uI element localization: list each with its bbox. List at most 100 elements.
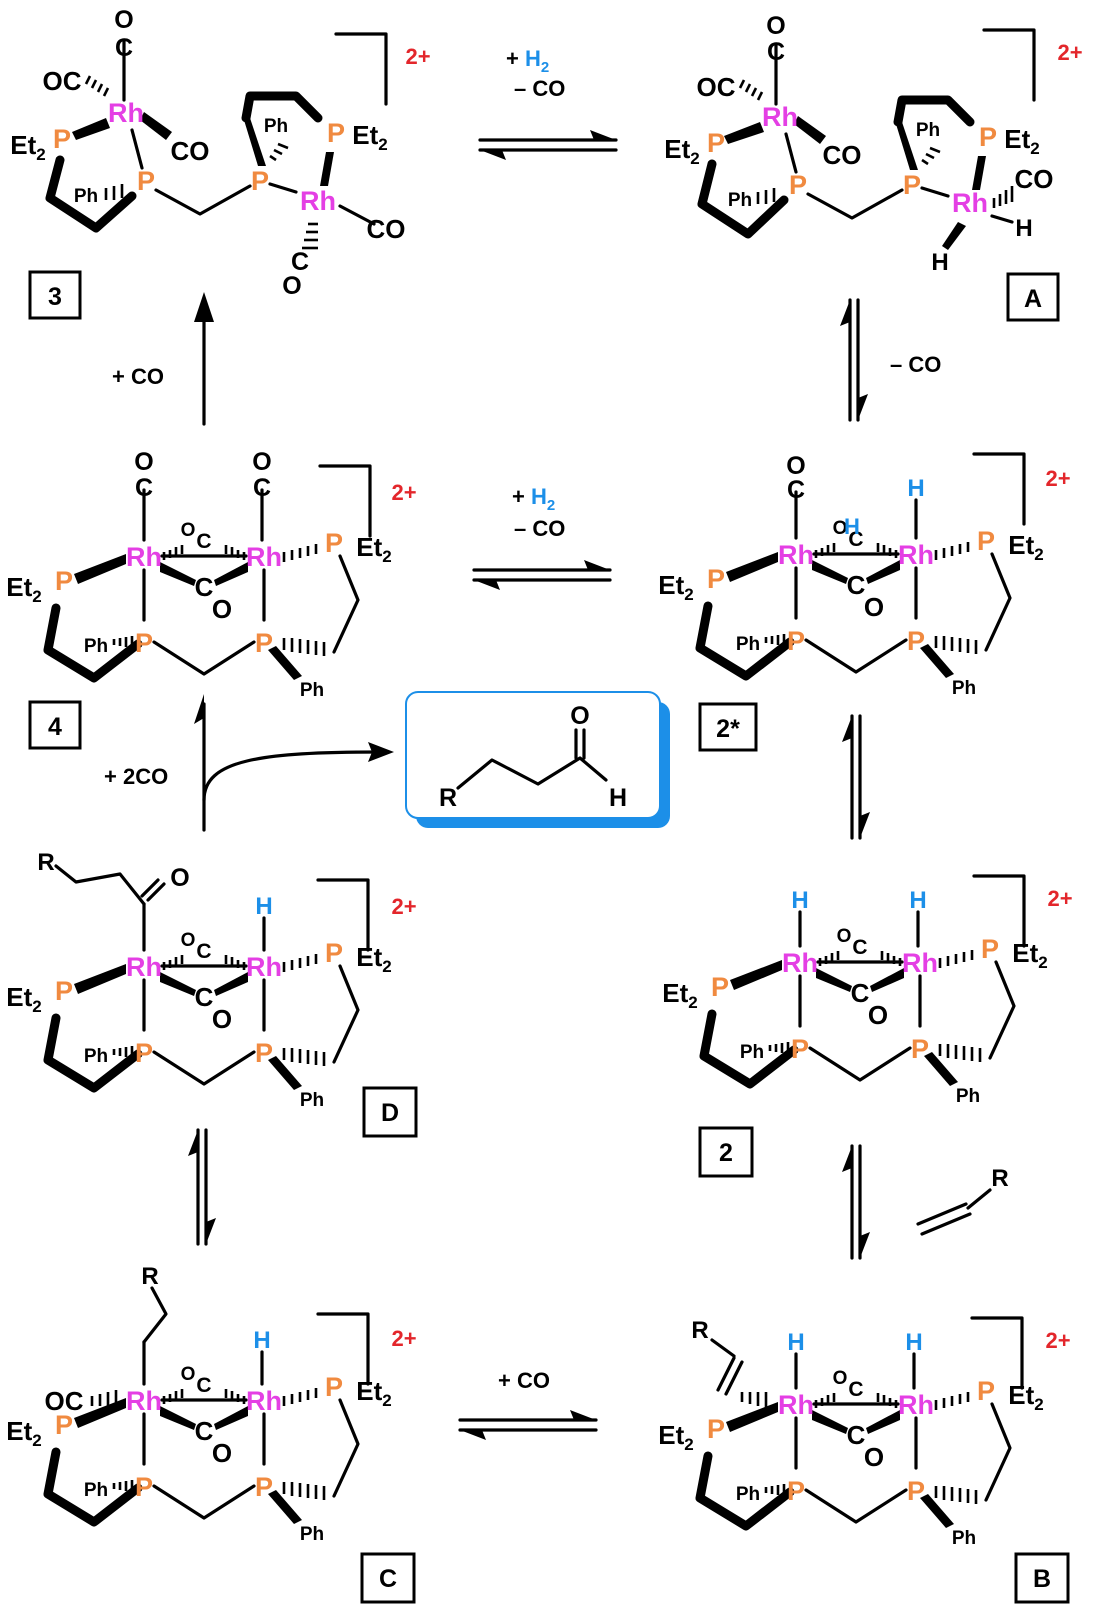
svg-text:C: C — [787, 476, 805, 504]
compound-label-A: A — [1006, 272, 1060, 322]
svg-text:P: P — [707, 128, 725, 158]
svg-text:Et2: Et2 — [1004, 124, 1039, 158]
equilibrium-arrow-C-D — [188, 1128, 216, 1246]
svg-text:H: H — [905, 1329, 922, 1356]
svg-text:D: D — [381, 1099, 399, 1127]
svg-text:C: C — [115, 34, 133, 62]
svg-text:H: H — [844, 514, 860, 539]
equilibrium-arrow-2star-2 — [842, 714, 870, 840]
svg-text:B: B — [1033, 1565, 1051, 1593]
svg-text:H: H — [609, 784, 627, 812]
svg-text:Et2: Et2 — [352, 120, 387, 154]
product-aldehyde-box: O R H — [405, 691, 670, 828]
reagent-plus-2co: + 2CO — [104, 764, 168, 789]
svg-text:3: 3 — [48, 283, 62, 311]
reagent-plus-h2-top: + H2 — [506, 46, 549, 76]
svg-text:H: H — [255, 893, 272, 920]
svg-text:C: C — [135, 474, 153, 502]
compound-label-C: C — [360, 1552, 416, 1604]
svg-text:P: P — [979, 122, 997, 152]
compound-label-D: D — [362, 1086, 418, 1138]
equilibrium-arrow-B-C — [458, 1410, 598, 1440]
svg-text:Rh: Rh — [108, 98, 144, 128]
svg-text:Ph: Ph — [728, 190, 752, 211]
svg-text:P: P — [327, 118, 345, 148]
svg-text:Et2: Et2 — [10, 130, 45, 164]
svg-text:4: 4 — [48, 713, 62, 741]
svg-text:R: R — [991, 1165, 1008, 1192]
reagent-minus-co-top: – CO — [514, 76, 565, 101]
svg-text:R: R — [37, 849, 54, 876]
reagent-minus-co-right: – CO — [890, 352, 941, 377]
compound-2star-structure: O C H H 2+ — [658, 452, 1071, 699]
reagent-plus-h2-middle: + H2 — [512, 484, 555, 514]
arrow-D-to-4 — [194, 694, 394, 832]
svg-text:Rh: Rh — [952, 188, 988, 218]
svg-text:2+: 2+ — [391, 480, 416, 505]
svg-text:OC: OC — [45, 1386, 84, 1416]
svg-text:H: H — [253, 1327, 270, 1354]
svg-text:O: O — [766, 12, 785, 40]
svg-text:R: R — [439, 784, 457, 812]
svg-text:2+: 2+ — [1045, 1328, 1070, 1353]
svg-text:O: O — [282, 272, 301, 300]
svg-text:CO: CO — [367, 214, 406, 244]
compound-D-structure: O R H 2+ — [6, 849, 417, 1111]
svg-text:O: O — [170, 864, 189, 892]
compound-label-B: B — [1014, 1552, 1070, 1604]
svg-text:Ph: Ph — [74, 186, 98, 207]
svg-text:P: P — [903, 170, 921, 200]
svg-text:R: R — [691, 1317, 708, 1344]
svg-text:Ph: Ph — [264, 116, 288, 137]
compound-B-structure: H H R 2+ — [658, 1316, 1071, 1549]
svg-text:H: H — [907, 475, 924, 502]
compound-label-2star: 2* — [698, 702, 758, 752]
equilibrium-arrow-2-B — [842, 1144, 870, 1260]
svg-text:P: P — [789, 170, 807, 200]
svg-text:2+: 2+ — [391, 1326, 416, 1351]
svg-text:A: A — [1024, 285, 1042, 313]
svg-text:C: C — [767, 38, 785, 66]
svg-text:H: H — [791, 887, 808, 914]
compound-label-4: 4 — [28, 700, 82, 750]
svg-text:C: C — [253, 474, 271, 502]
svg-text:2+: 2+ — [391, 894, 416, 919]
svg-text:H: H — [931, 249, 948, 276]
svg-text:H: H — [787, 1329, 804, 1356]
svg-text:H: H — [1015, 215, 1032, 242]
svg-text:P: P — [137, 166, 155, 196]
svg-text:Rh: Rh — [762, 102, 798, 132]
svg-text:2: 2 — [719, 1139, 733, 1167]
reagent-minus-co-middle: – CO — [514, 516, 565, 541]
equilibrium-arrow-3-A — [478, 130, 618, 160]
compound-C-structure: R OC H 2+ — [6, 1263, 417, 1545]
svg-text:2+: 2+ — [1057, 40, 1082, 65]
svg-text:2+: 2+ — [1047, 886, 1072, 911]
svg-text:O: O — [570, 702, 589, 730]
svg-text:Et2: Et2 — [664, 134, 699, 168]
co-o-label: O — [114, 6, 133, 34]
compound-2-structure: H H 2+ — [662, 874, 1073, 1107]
equilibrium-arrow-A-2star — [840, 298, 868, 422]
svg-text:CO: CO — [1015, 164, 1054, 194]
svg-text:P: P — [53, 124, 71, 154]
compound-3-structure: O C OC CO Et2 P Rh Ph P P Ph P Et2 — [10, 6, 430, 300]
svg-text:O: O — [134, 448, 153, 476]
svg-text:O: O — [252, 448, 271, 476]
compound-A-structure: O C OC CO Et2 P Rh Ph P P Ph P Et2 — [664, 12, 1082, 276]
compound-label-2: 2 — [698, 1126, 754, 1178]
svg-text:2*: 2* — [716, 715, 740, 743]
reagent-plus-co-bottom: + CO — [498, 1368, 550, 1393]
svg-text:Rh: Rh — [300, 186, 336, 216]
svg-text:CO: CO — [171, 136, 210, 166]
svg-text:2+: 2+ — [1045, 466, 1070, 491]
reagent-plus-co-left: + CO — [112, 364, 164, 389]
svg-text:H: H — [909, 887, 926, 914]
arrow-4-to-3 — [194, 292, 214, 426]
svg-text:O: O — [786, 452, 805, 480]
svg-text:C: C — [379, 1565, 397, 1593]
svg-text:CO: CO — [823, 140, 862, 170]
svg-text:P: P — [251, 166, 269, 196]
svg-text:OC: OC — [43, 66, 82, 96]
